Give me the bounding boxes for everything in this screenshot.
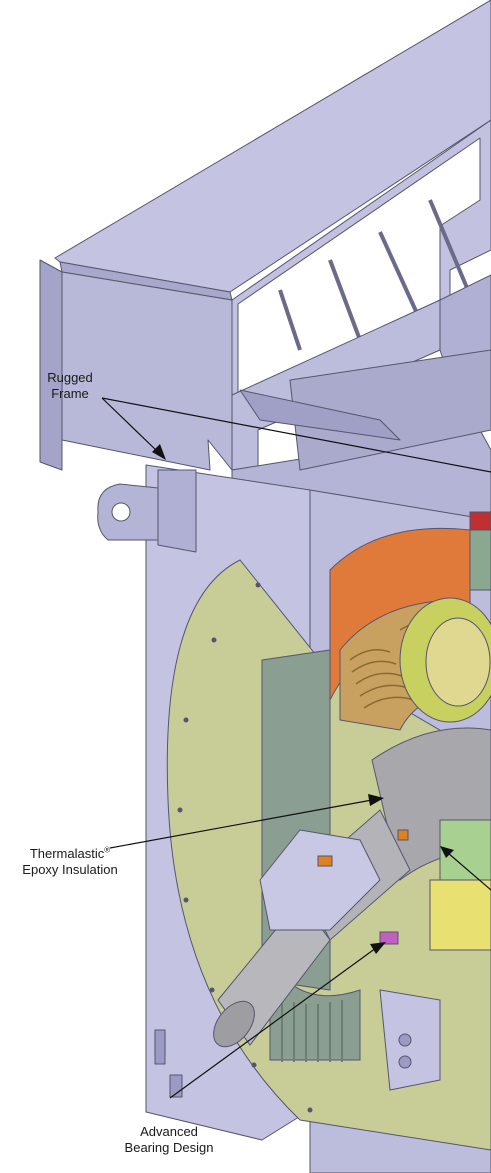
truss-bar-1 [328,259,362,341]
bearing-part-magenta [379,931,399,945]
callout-advanced-bearing: Advanced Bearing Design [114,1124,224,1156]
bearing-part-orange-2 [397,829,409,841]
leader-frame-upper [101,397,491,473]
bearing-ring-inner [425,617,491,707]
coil-tip-red [469,511,491,531]
bearing-part-orange [317,855,333,867]
arrowhead-bearing [370,942,386,954]
arrowhead-insulation-ring [440,846,454,858]
callout-thermalastic-insulation: Thermalastic® Epoxy Insulation [0,846,140,878]
callout-leaders [101,397,491,1099]
leader-insulation-ring [447,852,491,891]
callout-insulation-line1: Thermalastic® [0,846,140,862]
callout-frame-line1: Rugged [47,370,93,385]
callout-bearing-line2: Bearing Design [124,1140,214,1155]
rotor-yellow-part [429,879,491,951]
leader-insulation [109,799,373,849]
frame-shelf-top [289,349,491,471]
arrowhead-insulation [368,794,384,806]
callout-rugged-frame: Rugged Frame [30,370,110,402]
truss-bar-3 [428,199,472,296]
lifting-lug-plate [157,469,197,553]
truss-bar-2 [378,231,422,321]
callout-bearing-line1: Advanced [140,1124,198,1139]
coil-tip-green [469,529,491,591]
lifting-lug-hole [111,502,131,522]
leader-frame-lower [101,397,159,453]
registered-mark: ® [104,845,111,855]
truss-bar-4 [278,289,302,351]
frame-skid-2 [239,389,401,441]
rotor-shaft-assembly [213,597,491,1091]
leader-bearing [169,947,377,1099]
fitting-1 [154,1029,166,1065]
callout-frame-line2: Frame [51,386,89,401]
frame-left-outer [39,259,63,471]
callout-insulation-line1-text: Thermalastic [29,846,105,861]
bearing-housing [259,829,381,931]
frame-roof [54,0,491,293]
shaft-end-cap [213,1000,255,1048]
callout-insulation-line2: Epoxy Insulation [22,862,118,877]
arrowhead-frame-lower [152,444,166,460]
